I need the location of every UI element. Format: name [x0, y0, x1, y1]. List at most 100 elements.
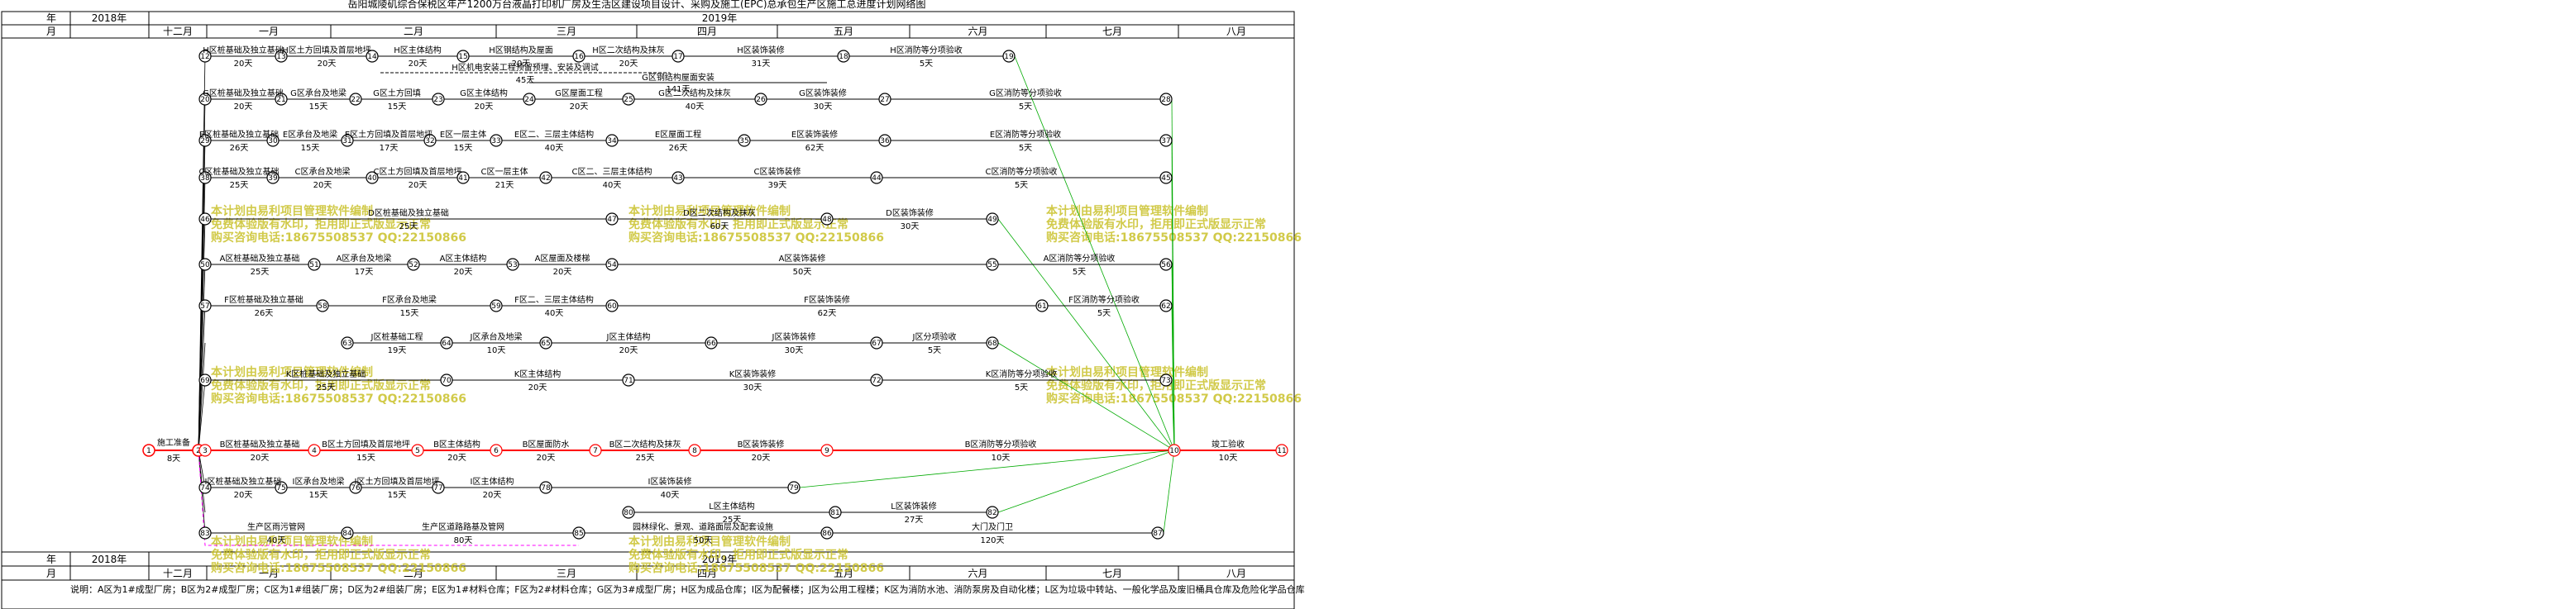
activity-duration: 30天 — [901, 222, 920, 231]
month-label-bottom: 三月 — [557, 568, 576, 579]
activity-label: 生产区道路路基及管网 — [422, 521, 504, 532]
event-node-number: 48 — [822, 216, 832, 224]
activity-duration: 20天 — [234, 491, 253, 500]
event-node — [1159, 373, 1173, 387]
event-node-number: 34 — [607, 137, 617, 145]
activity-label: E区一层主体 — [440, 130, 486, 140]
event-node — [820, 526, 834, 540]
activity-label: J区装饰装修 — [772, 331, 816, 342]
event-node-number: 23 — [433, 96, 442, 104]
activity-label: 施工准备 — [157, 437, 190, 448]
event-node — [198, 93, 212, 106]
event-node — [432, 93, 445, 106]
event-node — [870, 336, 883, 350]
activity-label: G区土方回填 — [373, 88, 421, 98]
activity-duration: 39天 — [768, 181, 787, 190]
event-node — [605, 299, 619, 312]
event-node — [490, 134, 503, 147]
event-node — [1002, 50, 1016, 63]
activity-duration: 5天 — [1073, 268, 1086, 277]
activity-label: H区土方回填及首层地坪 — [282, 45, 371, 55]
event-node-number: 63 — [342, 340, 351, 348]
event-node — [198, 373, 212, 387]
activity-label: C区消防等分项验收 — [986, 166, 1058, 177]
event-node-number: 66 — [706, 340, 716, 348]
activity-label: L区主体结构 — [709, 501, 755, 511]
event-node-number: 2 — [196, 447, 201, 455]
event-node-number: 73 — [1161, 377, 1170, 385]
event-node-number: 51 — [309, 261, 318, 269]
event-node — [870, 171, 883, 184]
event-node — [275, 50, 288, 63]
event-node-number: 52 — [409, 261, 418, 269]
event-node-number: 85 — [574, 530, 583, 538]
event-node — [198, 171, 212, 184]
activity-label: C区土方回填及首层地坪 — [374, 166, 462, 177]
event-node-number: 49 — [987, 216, 997, 224]
activity-label: G区承台及地梁 — [290, 88, 346, 98]
event-node-number: 61 — [1037, 302, 1046, 311]
month-label-bottom: 六月 — [968, 568, 987, 579]
month-label-bottom: 一月 — [259, 568, 279, 579]
activity-duration: 40天 — [545, 309, 564, 318]
event-node — [198, 444, 212, 457]
activity-duration: 20天 — [553, 268, 572, 277]
event-node — [440, 336, 453, 350]
event-node-number: 25 — [624, 96, 633, 104]
activity-duration: 31天 — [752, 59, 771, 69]
event-node-number: 1 — [146, 447, 151, 455]
year-2018-label-bottom: 2018年 — [92, 554, 127, 565]
watermark-text: 免费体验版有水印，拒用即正式版显示正常 — [1046, 217, 1266, 231]
event-node-number: 22 — [351, 96, 360, 104]
activity-label: H区桩基础及独立基础 — [203, 45, 284, 55]
event-node — [316, 299, 329, 312]
activity-label: I区承台及地梁 — [293, 476, 345, 487]
activity-duration: 20天 — [483, 491, 502, 500]
event-node-number: 58 — [318, 302, 327, 311]
event-node — [349, 481, 362, 494]
event-node-number: 10 — [1169, 447, 1179, 455]
event-node — [440, 373, 453, 387]
event-node — [411, 444, 424, 457]
activity-label: C区桩基础及独立基础 — [199, 166, 280, 177]
event-node — [622, 506, 635, 519]
activity-label: A区主体结构 — [440, 253, 487, 264]
event-node — [198, 526, 212, 540]
link-arrow — [997, 218, 1175, 451]
activity-label: E区装饰装修 — [791, 129, 838, 140]
event-node-number: 71 — [624, 377, 633, 385]
event-node-number: 67 — [872, 340, 881, 348]
activity-label: G区桩基础及独立基础 — [203, 88, 284, 98]
event-node — [432, 481, 445, 494]
activity-duration: 20天 — [454, 268, 473, 277]
activity-label: F区桩基础及独立基础 — [224, 294, 303, 305]
activity-duration: 141天 — [666, 85, 690, 94]
activity-label: C区装饰装修 — [754, 166, 801, 177]
network-links — [149, 55, 1276, 546]
activity-duration: 25天 — [230, 181, 249, 190]
event-node-number: 62 — [1161, 302, 1170, 311]
event-node — [688, 444, 701, 457]
activity-duration: 15天 — [388, 491, 407, 500]
event-node — [456, 171, 470, 184]
event-node — [878, 93, 891, 106]
activity-label: H区钢结构及屋面 — [489, 45, 553, 55]
event-node-number: 56 — [1161, 261, 1171, 269]
activity-label: G区钢结构屋面安装 — [642, 72, 714, 83]
activity-label: I区主体结构 — [471, 476, 514, 487]
event-node-number: 59 — [491, 302, 501, 311]
event-node — [1275, 444, 1288, 457]
activity-label: H区装饰装修 — [737, 45, 785, 55]
activity-duration: 5天 — [1019, 144, 1032, 153]
activity-duration: 26天 — [255, 309, 274, 318]
watermark-text: 本计划由易利项目管理软件编制 — [1046, 204, 1208, 218]
month-label: 八月 — [1226, 26, 1246, 37]
event-node — [198, 481, 212, 494]
event-node-number: 32 — [425, 137, 434, 145]
activity-label: K区桩基础及独立基础 — [286, 369, 366, 379]
month-label: 三月 — [557, 26, 576, 37]
month-label: 二月 — [404, 26, 423, 37]
event-node-number: 43 — [673, 174, 682, 183]
link-arrow — [1171, 379, 1175, 451]
activity-label: F区消防等分项验收 — [1068, 294, 1140, 305]
